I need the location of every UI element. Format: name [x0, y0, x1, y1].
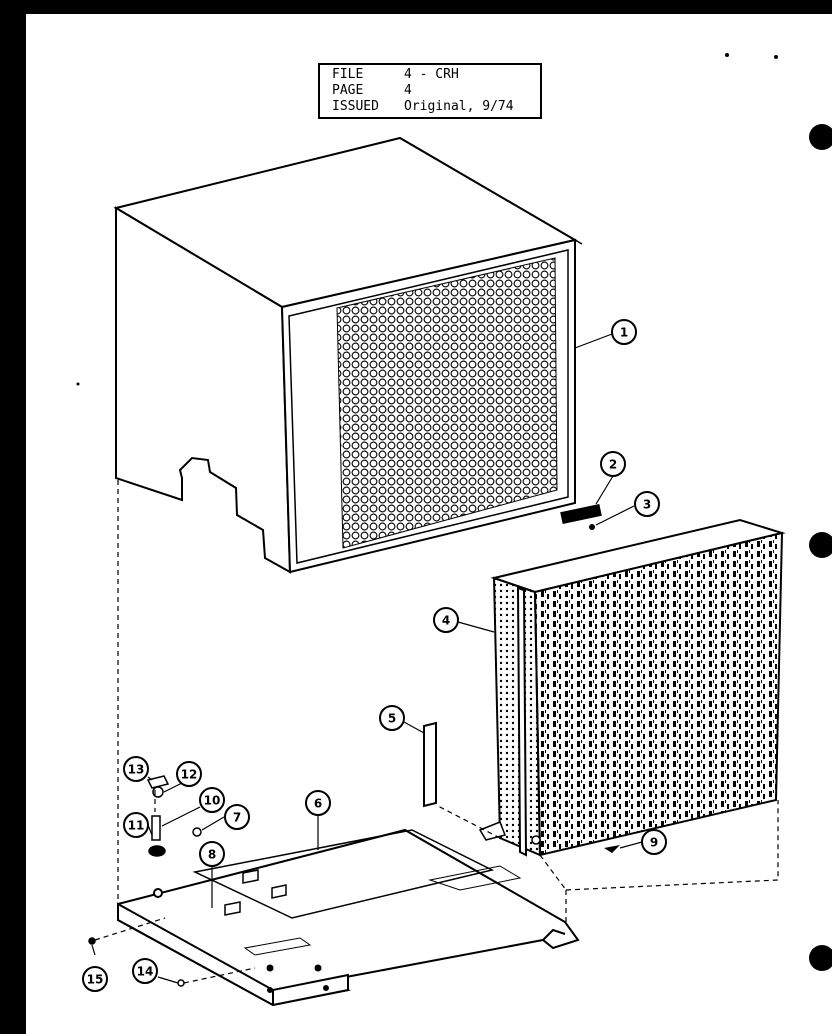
cabinet [113, 136, 583, 574]
svg-text:6: 6 [314, 797, 322, 811]
callout-14: 14 [132, 958, 158, 984]
svg-text:13: 13 [128, 763, 145, 777]
part-9-screw [604, 845, 620, 853]
part-2-grille-strip [560, 503, 602, 525]
svg-text:7: 7 [233, 811, 241, 825]
issued-row: ISSUED Original, 9/74 [332, 99, 540, 115]
callout-6: 6 [305, 790, 331, 816]
svg-text:4: 4 [442, 614, 450, 628]
callout-4: 4 [433, 607, 459, 633]
callout-2: 2 [600, 451, 626, 477]
base-pan [117, 828, 580, 1007]
file-label: FILE [332, 67, 364, 82]
callout-1: 1 [611, 319, 637, 345]
part-5-bracket [423, 721, 437, 808]
part-11-grommet [148, 845, 166, 857]
callout-12: 12 [176, 761, 202, 787]
issued-value: Original, 9/74 [404, 99, 514, 114]
callout-11: 11 [123, 812, 149, 838]
part-15-screw [88, 937, 96, 945]
part-7-clip [192, 827, 202, 837]
callout-3: 3 [634, 491, 660, 517]
svg-text:1: 1 [620, 326, 628, 340]
callout-5: 5 [379, 705, 405, 731]
svg-text:10: 10 [204, 794, 221, 808]
page-label: PAGE [332, 83, 364, 98]
file-info-box: FILE 4 - CRH PAGE 4 ISSUED Original, 9/7… [318, 63, 542, 119]
file-value: 4 - CRH [404, 67, 459, 82]
svg-text:3: 3 [643, 498, 651, 512]
page-row: PAGE 4 [332, 83, 540, 99]
page-value: 4 [404, 83, 412, 98]
margin-marks [76, 53, 832, 971]
svg-text:14: 14 [137, 965, 154, 979]
part-10-pin [151, 815, 161, 841]
part-13-cap [146, 775, 170, 789]
svg-text:11: 11 [128, 819, 145, 833]
callout-7: 7 [224, 804, 250, 830]
svg-text:15: 15 [87, 973, 104, 987]
svg-text:2: 2 [609, 458, 617, 472]
part-3-screw [589, 524, 595, 530]
svg-text:8: 8 [208, 848, 216, 862]
callout-15: 15 [82, 966, 108, 992]
part-14-screw [177, 979, 185, 987]
issued-label: ISSUED [332, 99, 379, 114]
projection-lines [94, 480, 779, 984]
callout-13: 13 [123, 756, 149, 782]
file-row: FILE 4 - CRH [332, 67, 540, 83]
svg-text:12: 12 [181, 768, 198, 782]
callout-8: 8 [199, 841, 225, 867]
coil-assembly [478, 518, 786, 857]
callout-10: 10 [199, 787, 225, 813]
svg-text:5: 5 [388, 712, 396, 726]
svg-text:9: 9 [650, 836, 658, 850]
callout-9: 9 [641, 829, 667, 855]
